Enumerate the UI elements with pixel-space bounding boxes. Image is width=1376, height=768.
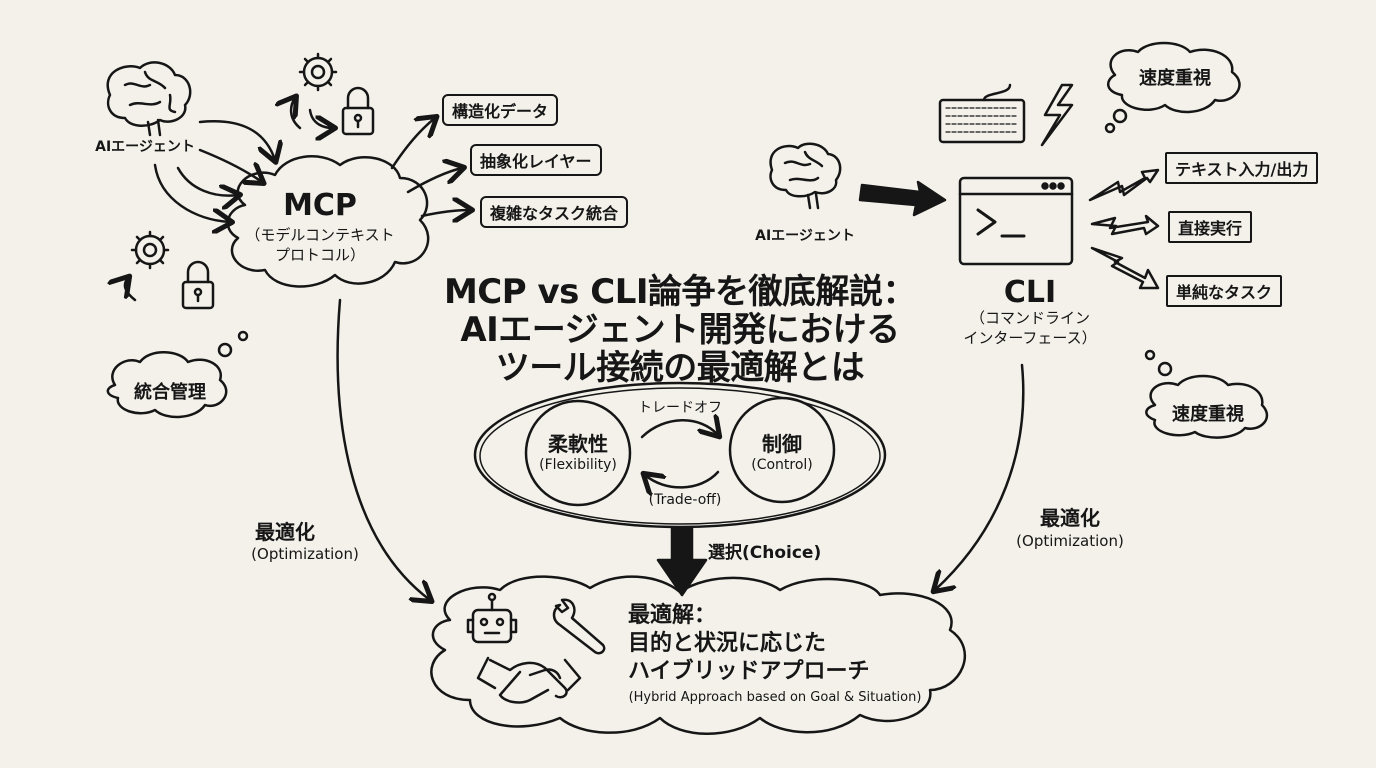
brain-icon-left bbox=[106, 61, 192, 137]
flexibility-label-en: (Flexibility) bbox=[539, 457, 617, 473]
gear-icon-bottom bbox=[130, 230, 170, 270]
zigzag-arrow-1 bbox=[1088, 168, 1160, 202]
thought-bubble bbox=[1157, 361, 1173, 377]
handshake-icon bbox=[476, 656, 582, 704]
arrow-lock-top bbox=[308, 108, 333, 128]
thought-speed-bottom: 速度重視 bbox=[1172, 404, 1244, 425]
zigzag-arrow-2 bbox=[1090, 214, 1160, 236]
cli-subtitle-line1: （コマンドライン bbox=[969, 309, 1090, 327]
cli-subtitle: （コマンドライン インターフェース） bbox=[950, 308, 1110, 348]
thought-bubble bbox=[1144, 349, 1156, 361]
arrow-feature-2 bbox=[406, 168, 462, 194]
mcp-subtitle-line1: （モデルコンテキスト bbox=[245, 226, 395, 244]
lock-icon-top bbox=[341, 86, 375, 136]
tradeoff-label-jp: トレードオフ bbox=[638, 400, 722, 416]
arrow-gear-top bbox=[291, 98, 302, 130]
cli-subtitle-line2: インターフェース） bbox=[963, 329, 1097, 347]
thought-bubble bbox=[217, 342, 233, 358]
mcp-optimization-arrow bbox=[336, 298, 430, 600]
mcp-feature-complex-tasks: 複雑なタスク統合 bbox=[480, 196, 629, 228]
title-line3: ツール接続の最適解とは bbox=[495, 348, 865, 388]
result-line1: 最適解： bbox=[628, 603, 717, 628]
result-subtitle-en: (Hybrid Approach based on Goal & Situati… bbox=[628, 690, 922, 705]
thought-bubble bbox=[1104, 122, 1116, 134]
title-line1: MCP vs CLI論争を徹底解説： bbox=[443, 272, 917, 312]
cli-agent-label: AIエージェント bbox=[755, 228, 855, 244]
control-label-en: (Control) bbox=[751, 457, 813, 473]
page-title: MCP vs CLI論争を徹底解説： AIエージェント開発における ツール接続の… bbox=[400, 273, 960, 387]
robot-icon bbox=[466, 592, 518, 644]
choice-label: 選択(Choice) bbox=[708, 543, 822, 563]
mcp-optimization-en: (Optimization) bbox=[251, 545, 359, 563]
mcp-cloud bbox=[226, 155, 430, 288]
tradeoff-arrow-right bbox=[640, 420, 718, 437]
cli-feature-simple-tasks: 単純なタスク bbox=[1166, 275, 1283, 307]
cli-optimization-label: 最適化 bbox=[1040, 506, 1100, 530]
thought-bubble bbox=[1112, 108, 1128, 124]
cli-optimization-arrow bbox=[935, 363, 1025, 590]
terminal-window bbox=[958, 176, 1074, 266]
cli-feature-text-io: テキスト入力/出力 bbox=[1165, 152, 1319, 184]
thought-cloud-integrated bbox=[106, 351, 228, 419]
flexibility-circle bbox=[524, 399, 632, 507]
result-cloud bbox=[430, 575, 967, 735]
mcp-feature-structured-data: 構造化データ bbox=[442, 94, 559, 126]
choice-arrow bbox=[656, 526, 708, 597]
mcp-agent-label: AIエージェント bbox=[95, 139, 195, 155]
agent-to-cli-arrow bbox=[858, 180, 947, 217]
mcp-subtitle: （モデルコンテキスト プロトコル） bbox=[230, 225, 410, 265]
thought-cloud-speed-bottom bbox=[1145, 374, 1269, 439]
result-line2: 目的と状況に応じた bbox=[628, 631, 827, 656]
control-circle bbox=[728, 396, 836, 504]
mcp-subtitle-line2: プロトコル） bbox=[274, 246, 365, 264]
mcp-title: MCP bbox=[283, 188, 357, 223]
cli-optimization-en: (Optimization) bbox=[1016, 532, 1124, 550]
arrow-feature-1 bbox=[390, 118, 435, 170]
control-label: 制御 bbox=[762, 432, 802, 456]
arrow-feature-3 bbox=[420, 210, 470, 216]
gear-icon-top bbox=[298, 52, 338, 92]
thought-cloud-speed-top bbox=[1107, 41, 1241, 114]
lock-icon-bottom bbox=[181, 260, 215, 310]
keyboard-icon bbox=[938, 83, 1026, 144]
tradeoff-label-en: (Trade-off) bbox=[648, 492, 722, 508]
mcp-optimization-label: 最適化 bbox=[255, 520, 315, 544]
flexibility-label: 柔軟性 bbox=[548, 432, 608, 456]
result-text: 最適解： 目的と状況に応じた ハイブリッドアプローチ bbox=[628, 602, 870, 686]
zigzag-arrow-3 bbox=[1090, 246, 1160, 290]
cli-title: CLI bbox=[1003, 275, 1057, 310]
agent-to-mcp-arrows bbox=[153, 120, 275, 222]
tradeoff-arrow-left bbox=[645, 470, 720, 487]
result-line3: ハイブリッドアプローチ bbox=[628, 659, 870, 684]
thought-bubble bbox=[237, 330, 249, 342]
mcp-feature-abstraction-layer: 抽象化レイヤー bbox=[470, 144, 602, 176]
cli-feature-direct-execution: 直接実行 bbox=[1168, 211, 1253, 243]
lightning-icon bbox=[1040, 83, 1074, 147]
wrench-icon bbox=[552, 598, 606, 655]
arrow-gear-bottom bbox=[125, 278, 137, 302]
brain-icon-right bbox=[769, 142, 842, 210]
thought-speed-top: 速度重視 bbox=[1139, 68, 1211, 89]
thought-integrated-management: 統合管理 bbox=[134, 382, 206, 403]
title-line2: AIエージェント開発における bbox=[460, 310, 900, 350]
